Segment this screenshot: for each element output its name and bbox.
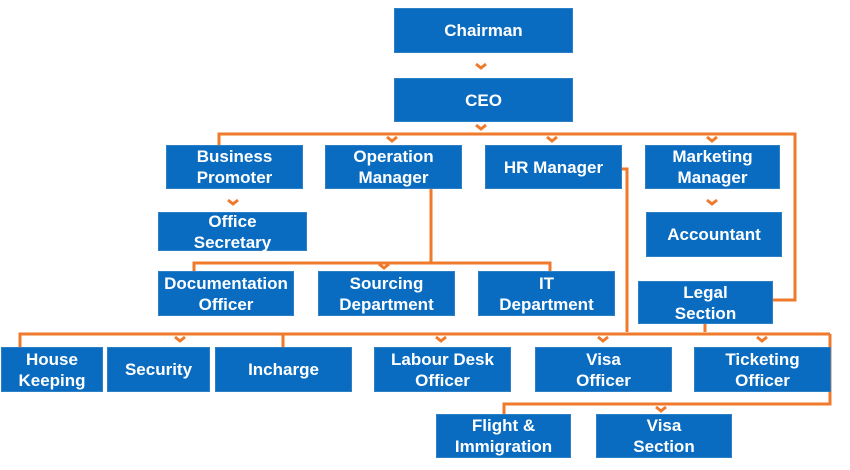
connector-opmgr-bus xyxy=(192,189,552,271)
chevron-down-icon xyxy=(435,335,447,343)
node-visa-officer: Visa Officer xyxy=(535,347,672,392)
node-it-department: IT Department xyxy=(478,271,615,316)
chevron-down-icon xyxy=(655,405,667,413)
node-ticketing-officer: Ticketing Officer xyxy=(694,347,831,392)
node-documentation-officer: Documentation Officer xyxy=(158,271,294,316)
chevron-down-icon xyxy=(706,135,718,143)
node-house-keeping: House Keeping xyxy=(1,347,103,392)
chevron-down-icon xyxy=(597,335,609,343)
chevron-down-icon xyxy=(475,123,487,131)
chevron-down-icon xyxy=(378,262,390,270)
chevron-down-icon xyxy=(756,335,768,343)
node-office-secretary: Office Secretary xyxy=(158,212,307,252)
node-accountant: Accountant xyxy=(646,212,782,257)
chevron-down-icon xyxy=(475,62,487,70)
node-hr-manager: HR Manager xyxy=(485,145,622,189)
node-labour-desk-officer: Labour Desk Officer xyxy=(374,347,511,392)
node-operation-manager: Operation Manager xyxy=(325,145,462,189)
chevron-down-icon xyxy=(227,198,239,206)
node-marketing-manager: Marketing Manager xyxy=(645,145,780,189)
chevron-down-icon xyxy=(706,198,718,206)
chevron-down-icon xyxy=(546,135,558,143)
node-chairman: Chairman xyxy=(394,8,573,53)
connector-hr-bus xyxy=(18,167,830,347)
node-ceo: CEO xyxy=(394,78,573,122)
node-sourcing-department: Sourcing Department xyxy=(318,271,455,316)
node-legal-section: Legal Section xyxy=(638,281,773,324)
connector-ceo-bus xyxy=(217,132,797,302)
node-flight-immigration: Flight & Immigration xyxy=(436,414,571,458)
node-business-promoter: Business Promoter xyxy=(166,145,303,189)
chevron-down-icon xyxy=(386,135,398,143)
node-visa-section: Visa Section xyxy=(596,414,732,458)
node-incharge: Incharge xyxy=(215,347,352,392)
chevron-down-icon xyxy=(174,335,186,343)
node-security: Security xyxy=(107,347,210,392)
